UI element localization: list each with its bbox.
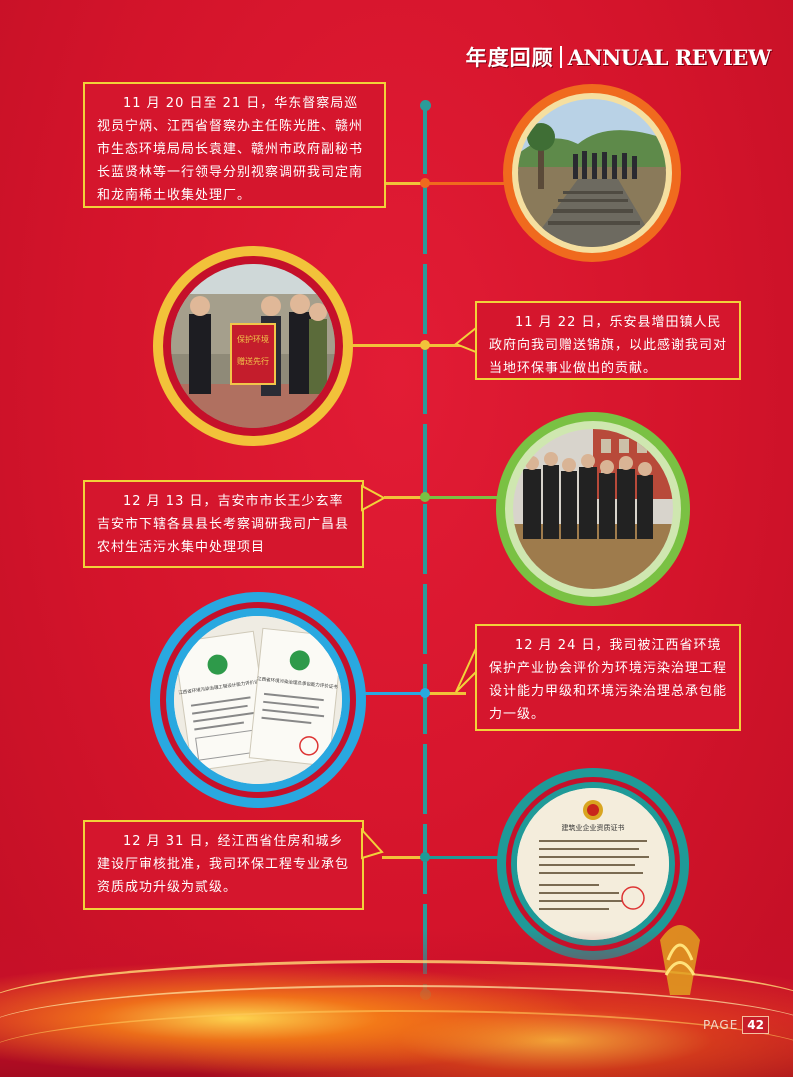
event-2-textbox: 11 月 22 日，乐安县增田镇人民政府向我司赠送锦旗，以此感谢我司对当地环保事… (475, 301, 741, 380)
page-header: 年度回顾 ANNUAL REVIEW (465, 42, 772, 72)
event-5-connector-right (426, 856, 502, 859)
event-1-text: 11 月 20 日至 21 日，华东督察局巡视员宁炳、江西省督察办主任陈光胜、赣… (97, 96, 364, 203)
event-5-node (420, 852, 430, 862)
footer-wave-3 (0, 1010, 793, 1077)
event-4-photo: 江西省环境污染治理工程设计能力评价证书 江西省环境污染治理总承包能力评价证书 (174, 616, 342, 784)
footer-wave-1 (0, 960, 793, 1053)
site-visit-photo-1 (518, 99, 666, 247)
timeline-start-dot (420, 100, 431, 111)
event-3-connector-left (384, 496, 426, 499)
event-5-photo: 建筑业企业资质证书 (517, 788, 669, 940)
event-1-connector-left (386, 182, 426, 185)
event-3-photo (513, 429, 673, 589)
svg-text:建筑业企业资质证书: 建筑业企业资质证书 (562, 823, 625, 832)
event-3-pointer (361, 484, 386, 512)
event-4-node (420, 688, 430, 698)
event-3-connector-right (426, 496, 498, 499)
event-5-pointer (361, 828, 384, 860)
footer-wave-2 (0, 985, 793, 1077)
event-5-textbox: 12 月 31 日，经江西省住房和城乡建设厅审核批准，我司环保工程专业承包资质成… (83, 820, 364, 910)
event-5-text: 12 月 31 日，经江西省住房和城乡建设厅审核批准，我司环保工程专业承包资质成… (97, 834, 350, 895)
qualification-certificate-photo: 建筑业企业资质证书 (517, 788, 669, 940)
event-4-connector-left (362, 692, 426, 695)
event-3-text: 12 月 13 日，吉安市市长王少玄率吉安市下辖各县县长考察调研我司广昌县农村生… (97, 494, 350, 555)
svg-text:保护环境: 保护环境 (237, 334, 269, 344)
event-1-textbox: 11 月 20 日至 21 日，华东督察局巡视员宁炳、江西省督察办主任陈光胜、赣… (83, 82, 386, 208)
torch-icon (660, 925, 700, 995)
header-title-cn: 年度回顾 (465, 45, 554, 70)
header-divider (559, 46, 562, 68)
event-4-text: 12 月 24 日，我司被江西省环境保护产业协会评价为环境污染治理工程设计能力甲… (489, 638, 728, 722)
event-2-connector-right (426, 344, 472, 347)
event-2-node (420, 340, 430, 350)
event-2-connector-left (349, 344, 426, 347)
event-4-connector-right (426, 692, 466, 695)
page-number: PAGE 42 (703, 1016, 769, 1034)
event-1-node (420, 178, 430, 188)
timeline-spine (423, 104, 427, 994)
header-title-en: ANNUAL REVIEW (567, 44, 772, 70)
inspection-group-photo (513, 429, 673, 589)
page-label: PAGE (702, 1018, 739, 1032)
event-3-textbox: 12 月 13 日，吉安市市长王少玄率吉安市下辖各县县长考察调研我司广昌县农村生… (83, 480, 364, 568)
page-number-value: 42 (742, 1016, 769, 1034)
event-4-textbox: 12 月 24 日，我司被江西省环境保护产业协会评价为环境污染治理工程设计能力甲… (475, 624, 741, 731)
event-5-connector-left (382, 856, 426, 859)
svg-text:赠送先行: 赠送先行 (237, 356, 269, 366)
certificates-photo: 江西省环境污染治理工程设计能力评价证书 江西省环境污染治理总承包能力评价证书 (174, 616, 342, 784)
event-3-node (420, 492, 430, 502)
event-2-photo: 保护环境 赠送先行 (171, 264, 335, 428)
pennant-presentation-photo: 保护环境 赠送先行 (171, 264, 335, 428)
event-1-photo (518, 99, 666, 247)
event-1-connector-right (426, 182, 516, 185)
event-2-text: 11 月 22 日，乐安县增田镇人民政府向我司赠送锦旗，以此感谢我司对当地环保事… (489, 315, 728, 376)
